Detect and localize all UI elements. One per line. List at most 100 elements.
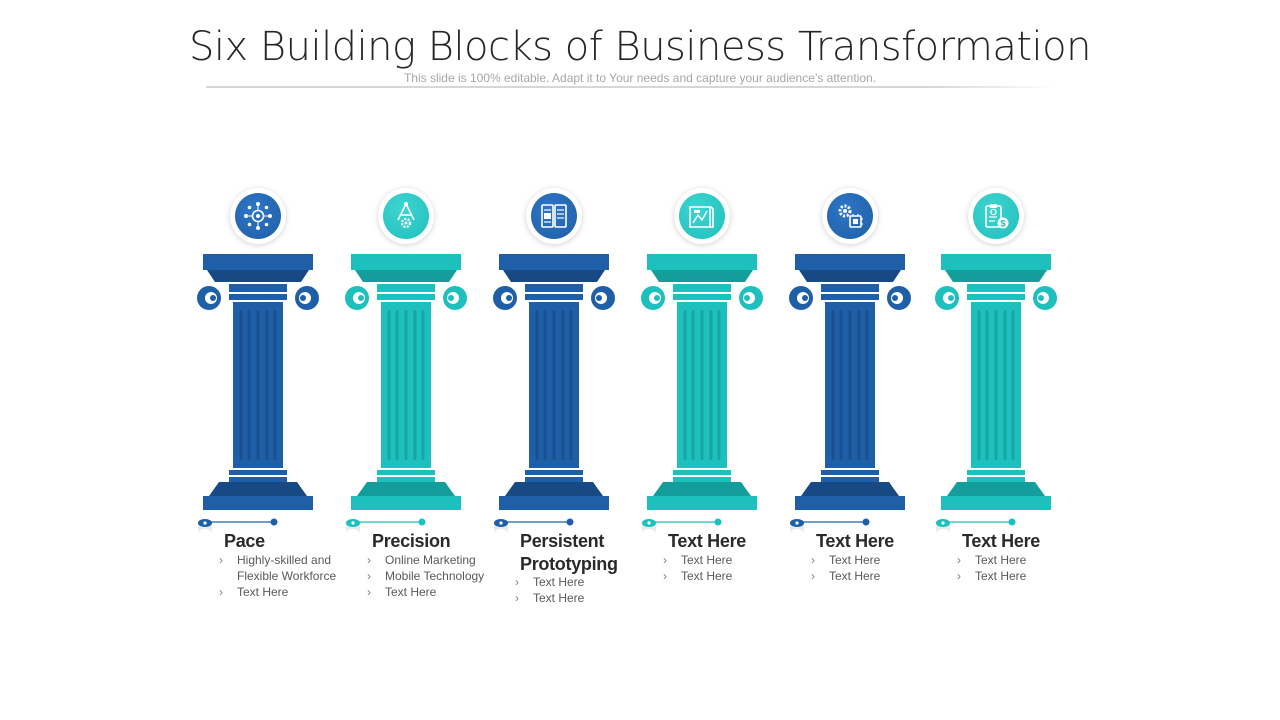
gears-chip-icon-glyph: [838, 204, 863, 228]
base-slab: [941, 496, 1051, 510]
icon-badge: [822, 188, 878, 244]
connector-dot: [714, 518, 722, 526]
neck-band: [967, 284, 1025, 292]
flute: [848, 310, 852, 460]
pillar-title: Precision: [372, 531, 451, 551]
base-slab: [351, 496, 461, 510]
bullet-item: Text Here: [663, 552, 803, 568]
base-band: [377, 470, 435, 475]
icon-badge: $: [968, 188, 1024, 244]
pillar-column-shape: [493, 254, 615, 534]
base-plinth: [947, 482, 1045, 496]
capital-echinus: [207, 270, 309, 282]
pillar-title: Text Here: [962, 531, 1041, 551]
pillar-column-shape: [345, 254, 467, 534]
flute: [543, 310, 547, 460]
icon-badge: [378, 188, 434, 244]
svg-text:$: $: [1000, 219, 1005, 229]
neck-band: [821, 284, 879, 292]
neck-band: [821, 294, 879, 300]
bullet-item: Text Here: [957, 568, 1097, 584]
base-slab: [795, 496, 905, 510]
bullet-item: Text Here: [219, 584, 359, 600]
pillar-column: [789, 252, 919, 547]
pillar-column: [641, 252, 771, 547]
neck-band: [673, 284, 731, 292]
connector-dot: [862, 518, 870, 526]
capital-slab: [499, 254, 609, 270]
base-band: [673, 477, 731, 482]
icon-badge: [674, 188, 730, 244]
flute: [865, 310, 869, 460]
pillar-column: [935, 252, 1065, 547]
flute: [239, 310, 243, 460]
base-band: [525, 477, 583, 482]
flute: [977, 310, 981, 460]
pillar-column: [345, 252, 475, 547]
gears-chip-icon: [827, 193, 873, 239]
flute: [691, 310, 695, 460]
pillar-column: [197, 252, 327, 547]
flute: [1003, 310, 1007, 460]
neck-band: [673, 294, 731, 300]
pillar-title: Text Here: [668, 531, 747, 551]
base-band: [821, 470, 879, 475]
bullet-item: Text Here: [663, 568, 803, 584]
slide-title: Six Building Blocks of Business Transfor…: [189, 24, 1091, 70]
connector-dot: [418, 518, 426, 526]
pillar-column-shape: [197, 254, 319, 534]
flute: [683, 310, 687, 460]
bullet-item: Text Here: [957, 552, 1097, 568]
flute: [273, 310, 277, 460]
flute: [569, 310, 573, 460]
bullet-item: Highly-skilled and Flexible Workforce: [219, 552, 352, 584]
base-slab: [647, 496, 757, 510]
neck-band: [525, 284, 583, 292]
title-divider: [206, 86, 1056, 88]
base-band: [673, 470, 731, 475]
neck-band: [377, 284, 435, 292]
base-plinth: [209, 482, 307, 496]
blueprint-icon-glyph: [689, 206, 714, 228]
icon-badge: [526, 188, 582, 244]
base-band: [229, 477, 287, 482]
flute: [535, 310, 539, 460]
capital-echinus: [799, 270, 901, 282]
clipboard-dollar-icon-glyph: $: [985, 204, 1009, 229]
flute: [985, 310, 989, 460]
base-band: [967, 470, 1025, 475]
compass-gear-icon: [383, 193, 429, 239]
bullet-item: Text Here: [367, 584, 507, 600]
compass-gear-icon-glyph: [397, 202, 415, 229]
pillar-2: Precision Online MarketingMobile Technol…: [345, 186, 484, 606]
base-slab: [499, 496, 609, 510]
pillar-bullets: Online MarketingMobile TechnologyText He…: [367, 552, 507, 600]
pillar-bullets: Highly-skilled and Flexible WorkforceTex…: [219, 552, 359, 600]
bullet-item: Text Here: [515, 590, 655, 606]
flute: [994, 310, 998, 460]
slide-subtitle: This slide is 100% editable. Adapt it to…: [403, 71, 877, 85]
network-gear-icon-glyph: [244, 202, 272, 230]
bullet-item: Mobile Technology: [367, 568, 507, 584]
flute: [404, 310, 408, 460]
flute: [265, 310, 269, 460]
base-band: [377, 477, 435, 482]
base-band: [229, 470, 287, 475]
flute: [247, 310, 251, 460]
connector-dot: [1008, 518, 1016, 526]
blueprint-icon: [679, 193, 725, 239]
base-band: [821, 477, 879, 482]
neck-band: [229, 284, 287, 292]
clipboard-dollar-icon: $: [973, 193, 1019, 239]
pillar-column-shape: [935, 254, 1057, 534]
base-slab: [203, 496, 313, 510]
capital-echinus: [503, 270, 605, 282]
flute: [552, 310, 556, 460]
base-band: [525, 470, 583, 475]
